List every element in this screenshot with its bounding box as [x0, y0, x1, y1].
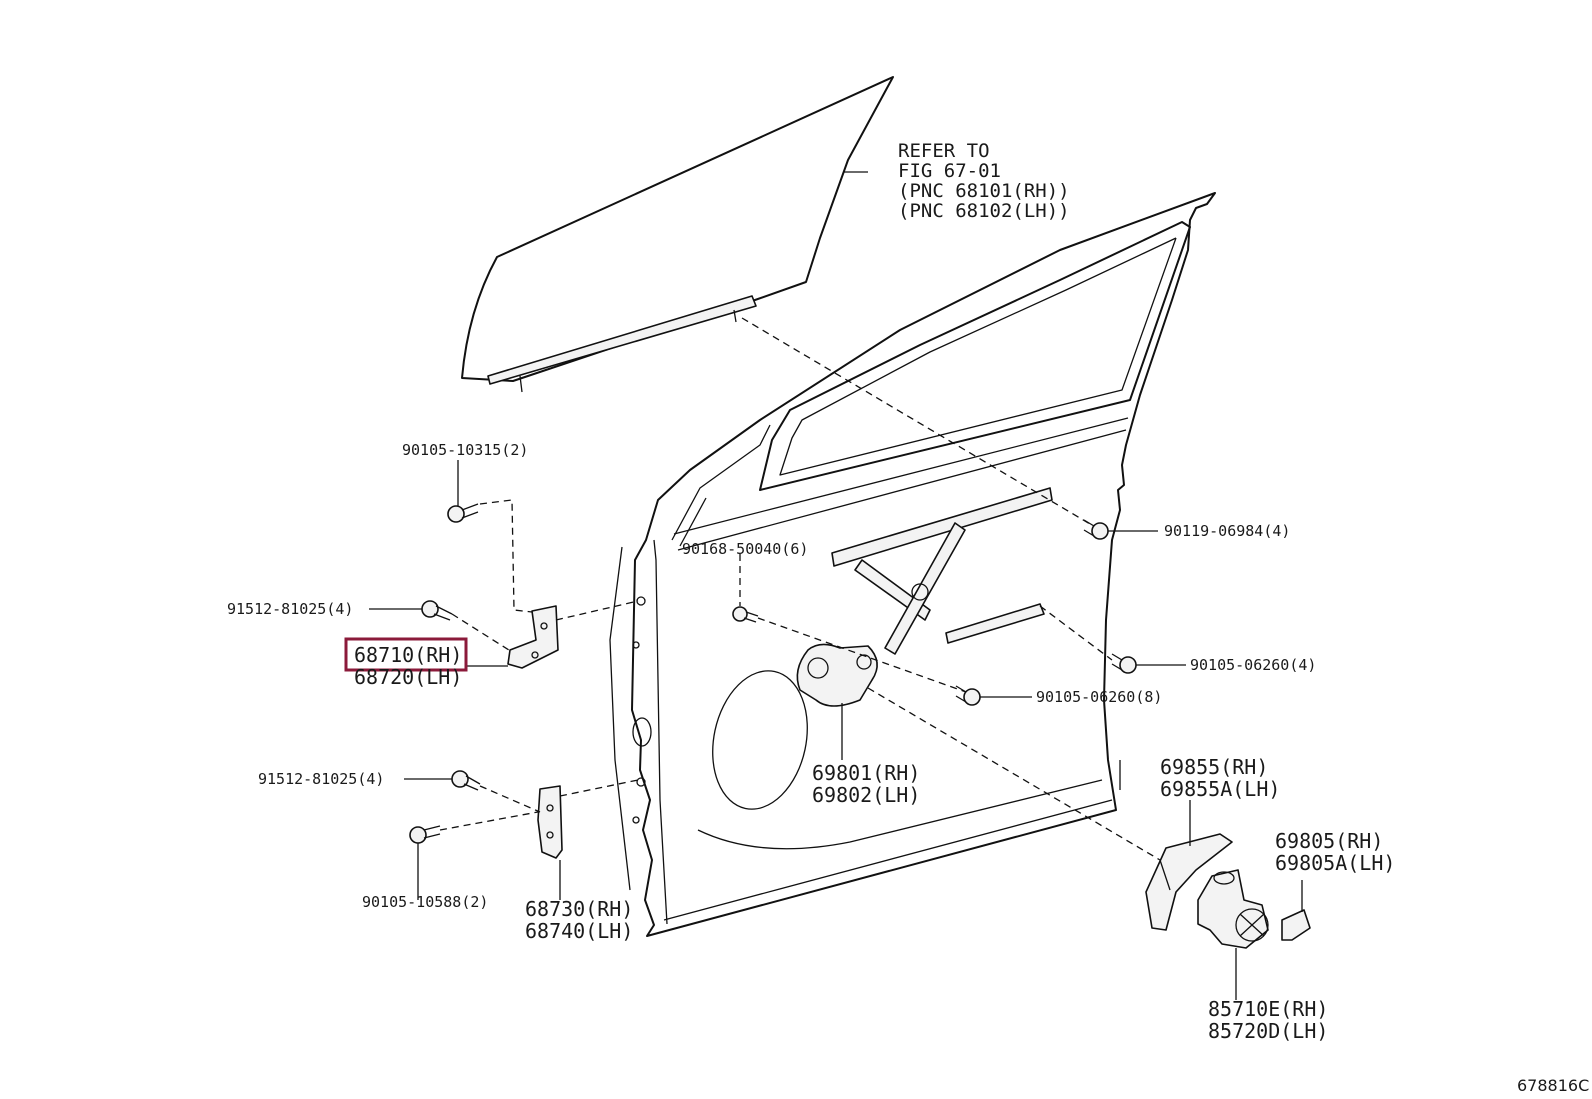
- bolt-91512-81025-upper: [421, 600, 453, 621]
- window-regulator: [796, 487, 1053, 707]
- bolt-91512-81025-lower: [451, 770, 481, 791]
- label-68740-lh[interactable]: 68740(LH): [525, 919, 633, 943]
- door-frame: [609, 192, 1216, 937]
- label-90168-50040[interactable]: 90168-50040(6): [682, 540, 808, 558]
- label-90105-10315[interactable]: 90105-10315(2): [402, 441, 528, 459]
- figure-id: 678816C: [1517, 1076, 1589, 1095]
- leader-lines: [369, 171, 1303, 1000]
- highlight-box: [344, 637, 468, 672]
- assembly-lines: [439, 317, 1161, 861]
- label-91512-81025-lower[interactable]: 91512-81025(4): [258, 770, 384, 788]
- bolt-90105-10315: [447, 503, 479, 523]
- reference-line-1: REFER TO: [898, 140, 990, 162]
- label-90105-10588[interactable]: 90105-10588(2): [362, 893, 488, 911]
- bolt-90168-50040: [732, 606, 759, 623]
- bolt-90105-06260-center: [955, 685, 981, 706]
- bolt-90105-06260-right: [1111, 653, 1137, 674]
- label-69805a-lh[interactable]: 69805A(LH): [1275, 851, 1395, 875]
- label-68720-lh[interactable]: 68720(LH): [354, 665, 462, 689]
- reference-note: REFER TO FIG 67-01 (PNC 68101(RH)) (PNC …: [898, 140, 1070, 222]
- reference-line-3: (PNC 68101(RH)): [898, 180, 1070, 202]
- door-glass: [461, 76, 894, 393]
- label-69855-rh[interactable]: 69855(RH): [1160, 755, 1268, 779]
- label-69855a-lh[interactable]: 69855A(LH): [1160, 777, 1280, 801]
- upper-hinge: [507, 605, 559, 669]
- label-85710e-rh[interactable]: 85710E(RH): [1208, 997, 1328, 1021]
- label-69805-rh[interactable]: 69805(RH): [1275, 829, 1383, 853]
- label-69802-lh[interactable]: 69802(LH): [812, 783, 920, 807]
- label-90105-06260-right[interactable]: 90105-06260(4): [1190, 656, 1316, 674]
- window-motor: [1197, 869, 1269, 949]
- label-90119-06984[interactable]: 90119-06984(4): [1164, 522, 1290, 540]
- lower-hinge: [537, 785, 563, 859]
- label-85720d-lh[interactable]: 85720D(LH): [1208, 1019, 1328, 1043]
- bolt-90105-10588: [409, 825, 441, 844]
- reference-line-2: FIG 67-01: [898, 160, 1001, 182]
- label-69801-rh[interactable]: 69801(RH): [812, 761, 920, 785]
- regulator-bracket: [1145, 833, 1233, 931]
- label-90105-06260-center[interactable]: 90105-06260(8): [1036, 688, 1162, 706]
- label-68710-rh[interactable]: 68710(RH): [354, 643, 462, 667]
- label-91512-81025-upper[interactable]: 91512-81025(4): [227, 600, 353, 618]
- label-68730-rh[interactable]: 68730(RH): [525, 897, 633, 921]
- reference-line-4: (PNC 68102(LH)): [898, 200, 1070, 222]
- clip-part: [1281, 909, 1311, 941]
